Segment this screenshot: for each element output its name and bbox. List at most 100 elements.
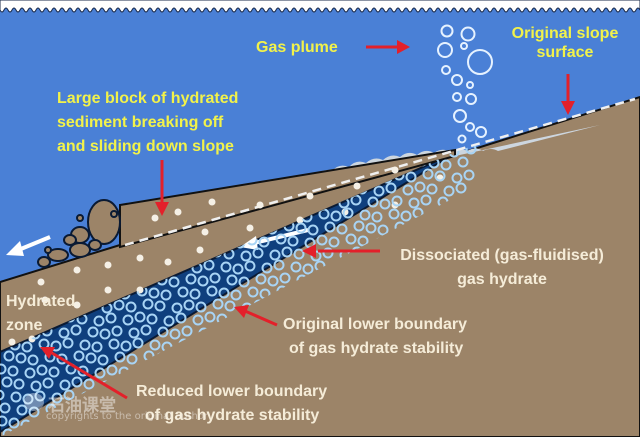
gas-bubble [0, 363, 7, 375]
gas-bubble [108, 338, 120, 350]
gas-bubble [422, 168, 434, 180]
plume-bubble [467, 49, 493, 75]
gas-bubble [91, 341, 103, 353]
large-block-line2: sediment breaking off [57, 114, 224, 131]
gas-bubble [226, 274, 238, 286]
gas-bubble [365, 222, 377, 234]
gas-bubble [111, 325, 123, 337]
large-block-label: Large block of hydrated sediment breakin… [57, 87, 238, 159]
gas-bubble [420, 194, 432, 206]
gas-bubble [279, 272, 291, 284]
large-block-line1: Large block of hydrated [57, 90, 239, 107]
gas-bubble [125, 301, 137, 313]
reduced-boundary-arrow-icon [40, 347, 128, 400]
gas-bubble [273, 259, 285, 271]
gas-bubble [175, 312, 187, 324]
hydrated-zone-line2: zone [6, 317, 43, 334]
gas-bubble [414, 181, 426, 193]
hydrated-zone-line1: Hydrated [6, 293, 76, 310]
gas-bubble [451, 172, 463, 184]
original-boundary-line1: Original lower boundary [283, 316, 468, 333]
gas-bubble [7, 365, 19, 377]
gas-bubble [0, 402, 11, 414]
gas-bubble [247, 286, 259, 298]
gas-bubble [34, 390, 46, 402]
gas-bubble [218, 287, 230, 299]
gas-bubble [163, 315, 175, 327]
gas-bubble [51, 392, 63, 404]
hydrate-dot [8, 338, 16, 346]
gas-bubble [357, 235, 369, 247]
gas-bubble [56, 353, 68, 365]
gas-bubble [281, 246, 293, 258]
hydrate-dot [73, 301, 81, 309]
gas-bubble [70, 324, 82, 336]
plume-bubble [452, 92, 462, 102]
original-slope-arrow-icon [561, 74, 575, 115]
gas-bubble [30, 380, 42, 392]
gas-bubble [373, 185, 385, 197]
large-block-line3: and sliding down slope [57, 138, 234, 155]
gas-bubble [302, 263, 314, 275]
gas-bubble [140, 324, 152, 336]
hydrate-dot [104, 286, 112, 294]
gas-bubble [15, 352, 27, 364]
plume-bubble [465, 122, 475, 132]
gas-bubble [62, 337, 74, 349]
gas-bubble [13, 378, 25, 390]
watermark-copyright: copyrights to the original author [46, 411, 209, 422]
hydrate-dot [41, 296, 49, 304]
gas-bubble [269, 249, 281, 261]
gas-bubble [212, 298, 224, 310]
gas-bubble [408, 197, 420, 209]
plume-bubble [440, 24, 454, 38]
original-boundary-arrow-icon [234, 305, 278, 327]
dissociated-line2: gas hydrate [457, 271, 547, 288]
gas-bubble [106, 364, 118, 376]
gas-bubble [224, 300, 236, 312]
gas-bubble [287, 235, 299, 247]
gas-bubble [324, 221, 336, 233]
gas-bubble [405, 171, 417, 183]
gas-bubble [24, 367, 36, 379]
gas-bubble [316, 234, 328, 246]
gas-bubble [197, 275, 209, 287]
original-slope-surface-line2: surface [536, 44, 594, 61]
gas-bubble [114, 351, 126, 363]
hydrate-dot [164, 258, 172, 266]
gas-bubble [240, 250, 252, 262]
rubble-pile [37, 199, 121, 268]
gas-bubble [267, 275, 279, 287]
gas-bubble [146, 313, 158, 325]
gas-bubble [99, 328, 111, 340]
gas-bubble [28, 406, 40, 418]
gas-bubble [377, 224, 389, 236]
gas-bubble [455, 182, 467, 194]
gas-bubble [290, 261, 302, 273]
gas-bubble [328, 236, 340, 248]
original-boundary-label: Original lower boundary of gas hydrate s… [283, 313, 467, 361]
gas-bubble [58, 327, 70, 339]
reduced-boundary-line2: of gas hydrate stability [145, 407, 320, 424]
original-boundary-line2: of gas hydrate stability [289, 340, 464, 357]
gas-bubble [87, 326, 99, 338]
gas-bubble [177, 286, 189, 298]
gas-bubble [345, 233, 357, 245]
gas-bubble [42, 377, 54, 389]
gas-bubble [16, 404, 28, 416]
dissociated-line1: Dissociated (gas-fluidised) [400, 247, 604, 264]
gas-bubble [192, 314, 204, 326]
gas-bubble [160, 289, 172, 301]
gas-bubble [385, 182, 397, 194]
gas-bubble [195, 301, 207, 313]
original-slope-surface-label: Original slope surface [495, 24, 635, 62]
gas-bubble [3, 350, 15, 362]
gas-bubble [244, 260, 256, 272]
plume-bubble [453, 109, 467, 123]
gas-bubble [220, 261, 232, 273]
hydrate-dot [104, 261, 112, 269]
gas-bubble [204, 311, 216, 323]
gas-bubble [183, 299, 195, 311]
hydrate-dot [296, 216, 304, 224]
gas-bubble [230, 289, 242, 301]
